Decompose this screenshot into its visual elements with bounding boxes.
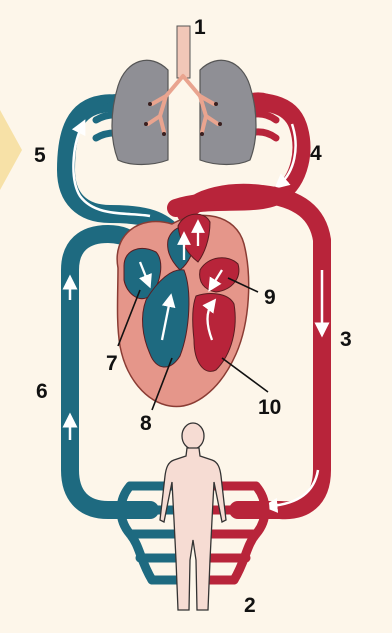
heart [117, 214, 249, 406]
label-5-pulmonary-artery: 5 [34, 144, 46, 167]
label-9-left-atrium: 9 [264, 286, 276, 309]
body-capillaries-left [121, 486, 180, 580]
label-7-right-atrium: 7 [106, 352, 118, 375]
label-8-right-ventricle: 8 [140, 412, 152, 435]
label-2-body: 2 [244, 594, 256, 617]
label-10-left-ventricle: 10 [258, 396, 281, 419]
label-6-vena-cava: 6 [36, 380, 48, 403]
label-4-pulmonary-vein: 4 [310, 142, 322, 165]
trachea [177, 26, 190, 78]
leader-10 [222, 358, 268, 392]
right-lung [200, 60, 256, 164]
edge-highlight [0, 110, 22, 190]
body-capillaries-right [206, 486, 265, 580]
lungs [112, 26, 256, 165]
label-1-lungs: 1 [194, 16, 206, 39]
label-3-aorta: 3 [340, 328, 352, 351]
